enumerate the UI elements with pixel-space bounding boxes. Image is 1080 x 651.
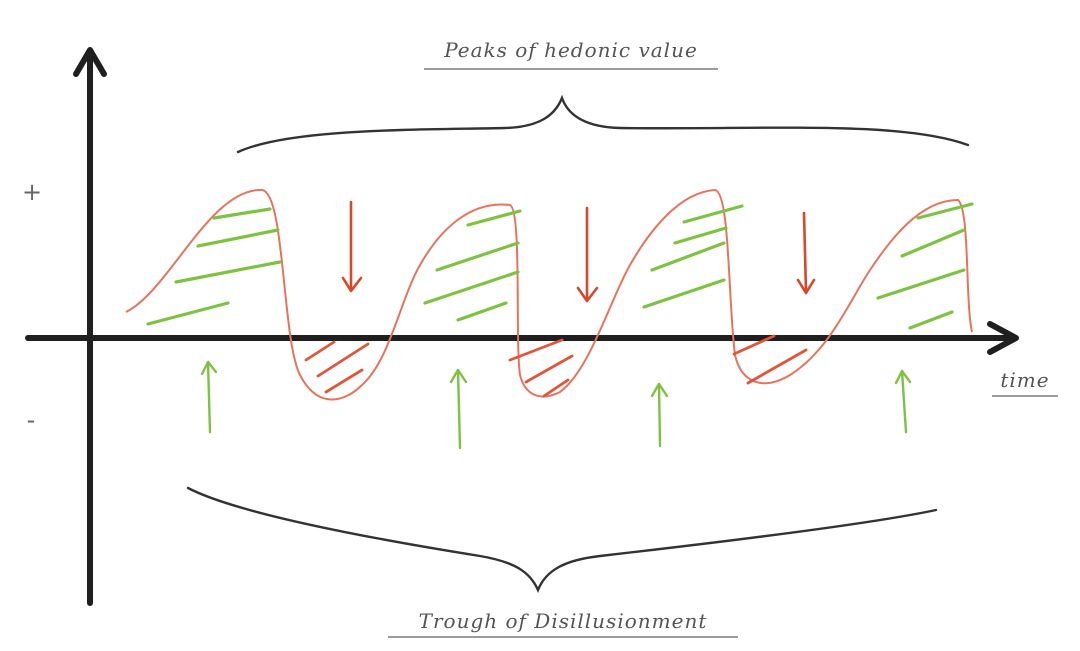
negative-hatch-cycle-3 [732, 334, 808, 385]
positive-hatch-cycle-2 [423, 209, 522, 322]
positive-hatch-cycle-3 [642, 204, 744, 309]
top-label: Peaks of hedonic value [443, 38, 698, 62]
positive-hatch-cycle-1 [146, 207, 282, 326]
x-axis-arrowhead [987, 321, 1019, 355]
down-arrow-1 [341, 200, 363, 293]
positive-hatch-cycle-4 [876, 202, 974, 330]
y-axis-arrowhead [73, 47, 107, 77]
negative-hatch-cycle-1 [304, 340, 370, 394]
hedonic-wave [125, 188, 973, 401]
bottom-brace [186, 486, 938, 594]
up-arrow-4 [894, 369, 912, 434]
bottom-label: Trough of Disillusionment [419, 609, 708, 633]
up-arrow-3 [650, 382, 669, 448]
negative-hatch-cycle-2 [508, 338, 574, 398]
down-arrow-3 [796, 211, 816, 295]
y-plus-label: + [22, 178, 42, 206]
top-brace [236, 94, 970, 154]
up-arrow-2 [449, 368, 468, 450]
up-arrow-1 [200, 360, 218, 434]
x-axis-label: time [1000, 368, 1049, 392]
down-arrow-2 [576, 206, 599, 303]
y-minus-label: - [27, 406, 36, 434]
